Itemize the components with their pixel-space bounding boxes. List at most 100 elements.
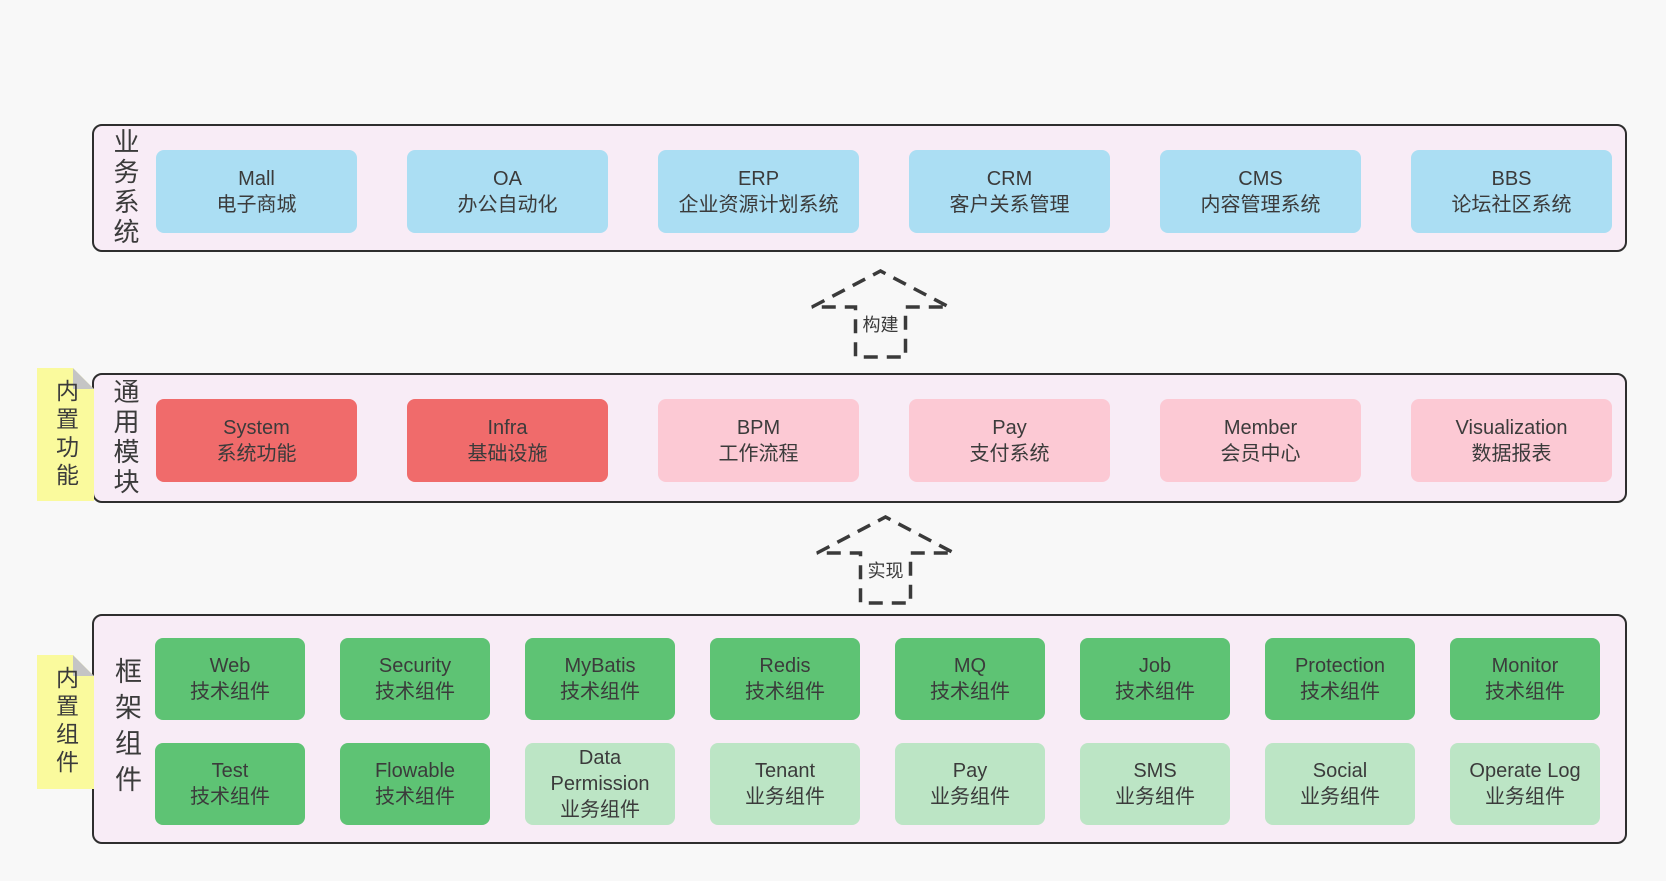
box-title: Pay xyxy=(992,416,1027,439)
box-subtitle: 业务组件 xyxy=(1485,786,1565,808)
box-subtitle: 业务组件 xyxy=(745,786,825,808)
arrow-implement: 实现 xyxy=(813,513,958,608)
box-subtitle: 技术组件 xyxy=(745,681,825,703)
module-box-row: System 系统功能 Infra 基础设施 BPM 工作流程 Pay 支付系统… xyxy=(156,399,1612,482)
box-subtitle: 数据报表 xyxy=(1471,442,1552,465)
box-title: BBS xyxy=(1491,167,1532,190)
box-security: Security 技术组件 xyxy=(340,638,490,720)
box-subtitle: 基础设施 xyxy=(467,442,548,465)
box-title: Pay xyxy=(952,760,988,782)
box-test: Test 技术组件 xyxy=(155,743,305,825)
box-flowable: Flowable 技术组件 xyxy=(340,743,490,825)
box-subtitle: 业务组件 xyxy=(1300,786,1380,808)
box-title: Visualization xyxy=(1455,416,1568,439)
box-job: Job 技术组件 xyxy=(1080,638,1230,720)
box-title: Protection xyxy=(1294,655,1386,677)
framework-box-row-2: Test 技术组件 Flowable 技术组件 Data Permission … xyxy=(155,743,1600,825)
box-title: Test xyxy=(211,760,249,782)
sticky-note-builtin-components: 内置组件 xyxy=(37,655,94,789)
box-data-permission: Data Permission 业务组件 xyxy=(525,743,675,825)
box-subtitle: 系统功能 xyxy=(216,442,297,465)
box-title: MyBatis xyxy=(564,655,636,677)
box-subtitle: 技术组件 xyxy=(375,681,455,703)
box-subtitle: 技术组件 xyxy=(1485,681,1565,703)
box-redis: Redis 技术组件 xyxy=(710,638,860,720)
box-title: Web xyxy=(209,655,251,677)
box-social: Social 业务组件 xyxy=(1265,743,1415,825)
box-title: OA xyxy=(493,167,522,190)
box-subtitle: 办公自动化 xyxy=(457,193,558,216)
note-label: 内置组件 xyxy=(52,666,79,778)
box-title: ERP xyxy=(737,167,780,190)
box-title: Mall xyxy=(238,167,275,190)
side-label-business-systems: 业务系统 xyxy=(110,128,140,248)
box-mall: Mall 电子商城 xyxy=(156,150,357,233)
box-pay-biz: Pay 业务组件 xyxy=(895,743,1045,825)
box-oa: OA 办公自动化 xyxy=(407,150,608,233)
section-common-modules: 通用模块 System 系统功能 Infra 基础设施 BPM 工作流程 Pay… xyxy=(92,373,1627,503)
box-title: Operate Log xyxy=(1469,760,1581,782)
note-label: 内置功能 xyxy=(52,378,79,491)
box-tenant: Tenant 业务组件 xyxy=(710,743,860,825)
box-subtitle: 电子商城 xyxy=(216,193,297,216)
section-framework-components: 框架组件 Web 技术组件 Security 技术组件 MyBatis 技术组件… xyxy=(92,614,1627,844)
box-subtitle: 企业资源计划系统 xyxy=(678,193,839,216)
box-title: System xyxy=(223,416,290,439)
box-subtitle: 技术组件 xyxy=(1300,681,1380,703)
box-title: Security xyxy=(378,655,452,677)
section-business-systems: 业务系统 Mall 电子商城 OA 办公自动化 ERP 企业资源计划系统 CRM… xyxy=(92,124,1627,252)
box-title: Infra xyxy=(487,416,528,439)
side-label-framework-components: 框架组件 xyxy=(111,657,141,801)
box-title: MQ xyxy=(953,655,987,677)
box-subtitle: 业务组件 xyxy=(930,786,1010,808)
box-title: CMS xyxy=(1238,167,1283,190)
box-title: Member xyxy=(1223,416,1298,439)
box-subtitle: 业务组件 xyxy=(560,799,640,821)
box-subtitle: 工作流程 xyxy=(718,442,799,465)
box-sms: SMS 业务组件 xyxy=(1080,743,1230,825)
arrow-label: 实现 xyxy=(867,561,904,581)
box-subtitle: 技术组件 xyxy=(1115,681,1195,703)
box-title: Job xyxy=(1138,655,1172,677)
sticky-note-builtin-features: 内置功能 xyxy=(37,368,94,501)
box-subtitle: 技术组件 xyxy=(560,681,640,703)
box-title: Monitor xyxy=(1491,655,1559,677)
box-system: System 系统功能 xyxy=(156,399,357,482)
box-title: Redis xyxy=(759,655,811,677)
box-web: Web 技术组件 xyxy=(155,638,305,720)
box-protection: Protection 技术组件 xyxy=(1265,638,1415,720)
box-title: SMS xyxy=(1133,760,1177,782)
box-visualization: Visualization 数据报表 xyxy=(1411,399,1612,482)
box-subtitle: 会员中心 xyxy=(1220,442,1301,465)
box-operate-log: Operate Log 业务组件 xyxy=(1450,743,1600,825)
box-infra: Infra 基础设施 xyxy=(407,399,608,482)
box-monitor: Monitor 技术组件 xyxy=(1450,638,1600,720)
box-pay: Pay 支付系统 xyxy=(909,399,1110,482)
box-title: Social xyxy=(1312,760,1368,782)
box-bpm: BPM 工作流程 xyxy=(658,399,859,482)
box-mybatis: MyBatis 技术组件 xyxy=(525,638,675,720)
box-title: CRM xyxy=(986,167,1033,190)
box-subtitle: 客户关系管理 xyxy=(949,193,1070,216)
box-subtitle: 支付系统 xyxy=(969,442,1050,465)
box-subtitle: 技术组件 xyxy=(190,786,270,808)
box-title: Tenant xyxy=(754,760,816,782)
box-crm: CRM 客户关系管理 xyxy=(909,150,1110,233)
box-subtitle: 论坛社区系统 xyxy=(1451,193,1572,216)
side-label-common-modules: 通用模块 xyxy=(110,378,140,498)
arrow-label: 构建 xyxy=(862,315,899,335)
box-subtitle: 业务组件 xyxy=(1115,786,1195,808)
box-bbs: BBS 论坛社区系统 xyxy=(1411,150,1612,233)
framework-box-row-1: Web 技术组件 Security 技术组件 MyBatis 技术组件 Redi… xyxy=(155,638,1600,720)
box-subtitle: 技术组件 xyxy=(375,786,455,808)
box-erp: ERP 企业资源计划系统 xyxy=(658,150,859,233)
box-subtitle: 技术组件 xyxy=(930,681,1010,703)
box-cms: CMS 内容管理系统 xyxy=(1160,150,1361,233)
business-box-row: Mall 电子商城 OA 办公自动化 ERP 企业资源计划系统 CRM 客户关系… xyxy=(156,150,1612,233)
box-member: Member 会员中心 xyxy=(1160,399,1361,482)
box-subtitle: 技术组件 xyxy=(190,681,270,703)
box-title: Flowable xyxy=(374,760,456,782)
arrow-build: 构建 xyxy=(808,267,953,362)
box-title: BPM xyxy=(736,416,781,439)
